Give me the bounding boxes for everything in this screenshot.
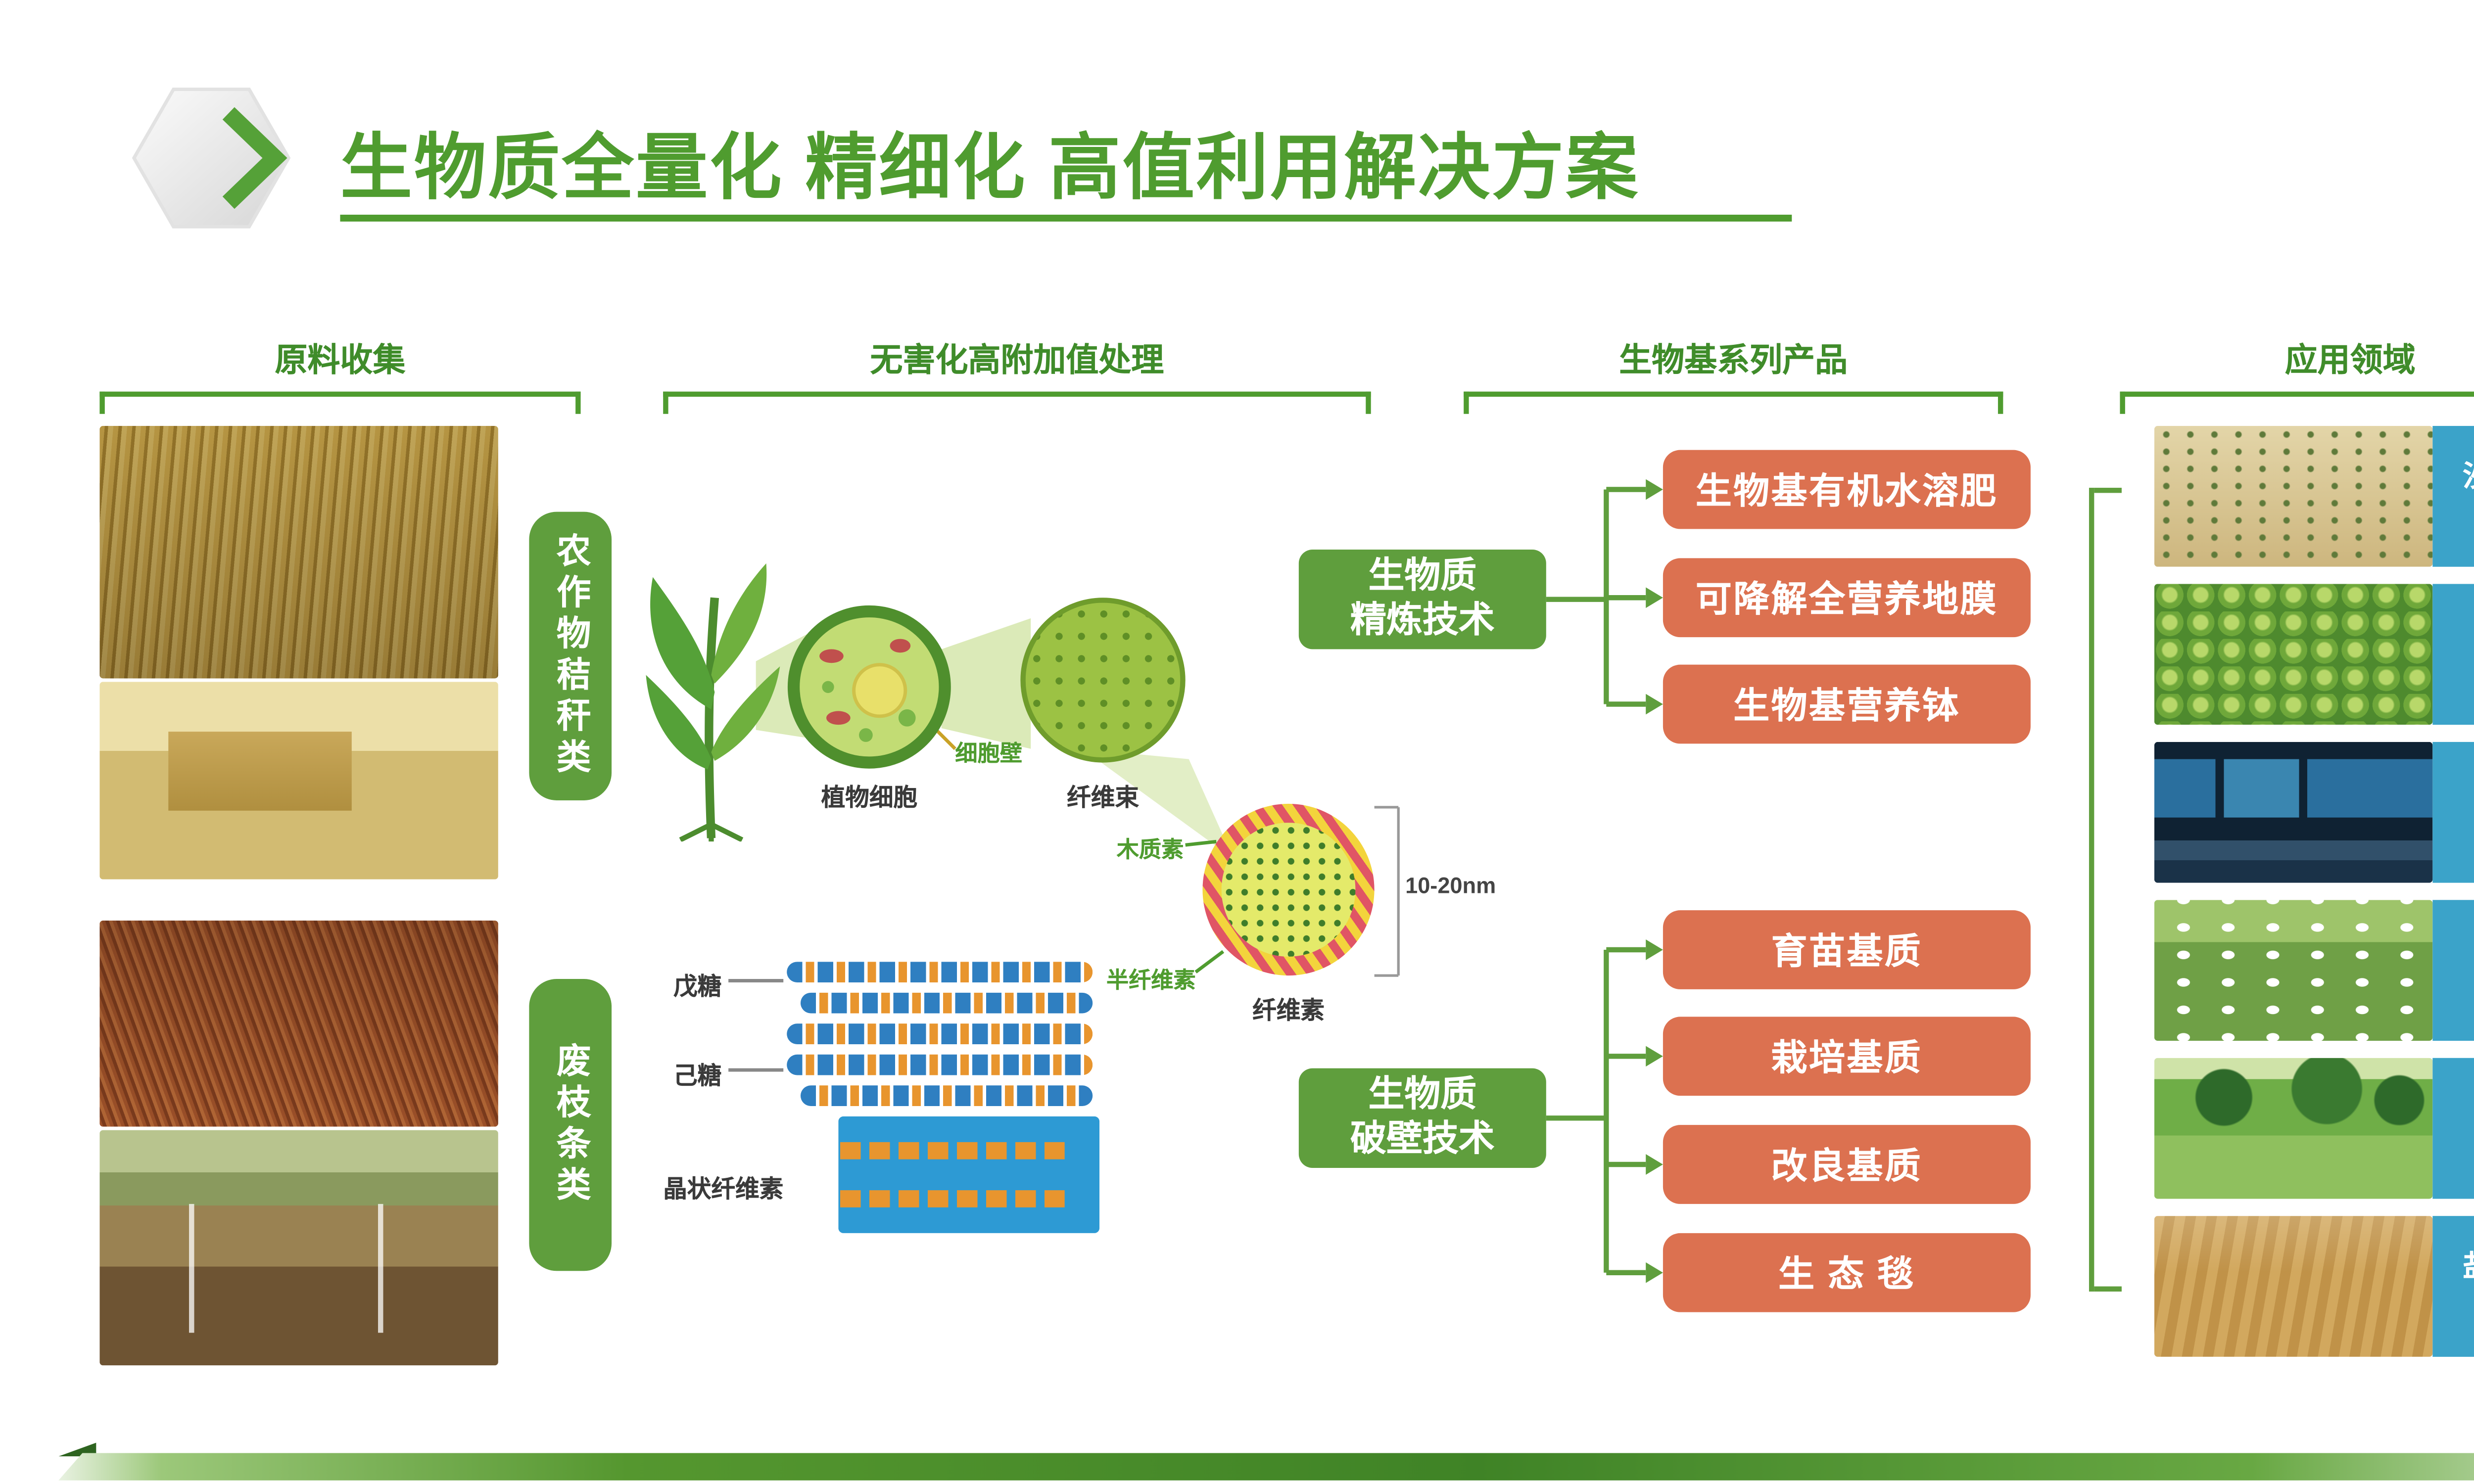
vineyard-branches-photo xyxy=(99,1130,498,1366)
pentose-label: 戊糖 xyxy=(673,972,722,1000)
section-header-products: 生物基系列产品 xyxy=(1619,343,1848,380)
title-underline xyxy=(340,215,1792,222)
agriculture-data-photo xyxy=(2154,742,2433,883)
product-cultivation-substrate: 栽培基质 xyxy=(1663,1017,2031,1096)
section-header-processing: 无害化高附加值处理 xyxy=(870,343,1164,380)
product-degradable-mulch-film: 可降解全营养地膜 xyxy=(1663,558,2031,638)
cellulose-core xyxy=(1221,823,1356,957)
plant-cell-diagram xyxy=(787,605,951,769)
product-seedling-substrate: 育苗基质 xyxy=(1663,910,2031,989)
refining-technology-box: 生物质 精炼技术 xyxy=(1298,550,1546,649)
fiber-bundle-diagram xyxy=(1020,598,1186,763)
hemicellulose-label: 半纤维素 xyxy=(1106,967,1196,993)
corn-stalks-photo xyxy=(99,426,498,679)
fiber-bundle-label: 纤维束 xyxy=(1067,783,1139,811)
page-title: 生物质全量化 精细化 高值利用解决方案 xyxy=(340,127,1640,208)
cellulose-fiber-diagram xyxy=(1202,803,1375,976)
sugar-chain-row xyxy=(787,1054,1093,1075)
plant-cell-label: 植物细胞 xyxy=(821,783,918,811)
application-label-fertility: 肥力 提升 xyxy=(2432,584,2474,725)
application-label-saline-soil: 盐碱地 改良 xyxy=(2432,1216,2474,1357)
application-label-livestock: 畜牧 养殖 xyxy=(2432,900,2474,1041)
section-bracket-collection xyxy=(99,391,581,417)
refining-line2: 精炼技术 xyxy=(1350,601,1495,641)
sugar-chain-row xyxy=(800,992,1093,1014)
application-label-agriculture-data: 农业 数据 xyxy=(2432,742,2474,883)
category-crop-straw: 农作物秸秆类 xyxy=(529,511,612,800)
app-label-line: 盐碱地 xyxy=(2463,1249,2474,1287)
livestock-photo xyxy=(2154,900,2433,1041)
hexose-label: 己糖 xyxy=(673,1061,722,1089)
section-header-applications: 应用领域 xyxy=(2284,343,2416,380)
saline-soil-photo xyxy=(2154,1216,2433,1357)
category-waste-branches: 废枝条类 xyxy=(529,979,612,1271)
fertility-photo xyxy=(2154,584,2433,725)
crystalline-cellulose-label: 晶状纤维素 xyxy=(663,1174,784,1203)
pentose-leader-line xyxy=(728,979,784,982)
landscaping-photo xyxy=(2154,1058,2433,1199)
section-bracket-applications xyxy=(2120,391,2474,417)
bottom-ribbon xyxy=(58,1453,2474,1481)
section-header-collection: 原料收集 xyxy=(275,343,406,380)
app-label-line: 沙漠化 xyxy=(2463,459,2474,497)
sugar-chain-row xyxy=(787,962,1093,982)
section-bracket-processing xyxy=(663,391,1371,417)
lignin-label: 木质素 xyxy=(1116,836,1184,862)
application-label-landscaping: 园林 绿化 xyxy=(2432,1058,2474,1199)
crystalline-cellulose-diagram xyxy=(838,1116,1100,1233)
product-bio-nutrient-pot: 生物基营养钵 xyxy=(1663,664,2031,744)
breaking-line1: 生物质 xyxy=(1368,1074,1477,1114)
section-bracket-products xyxy=(1464,391,2003,417)
sugar-chain-row xyxy=(800,1085,1093,1106)
cellulose-label: 纤维素 xyxy=(1252,996,1325,1024)
cell-wall-label: 细胞壁 xyxy=(955,740,1022,766)
scale-label: 10-20nm xyxy=(1405,872,1496,898)
desertification-photo xyxy=(2154,426,2433,567)
product-connector-lines xyxy=(1546,479,1663,1283)
product-improvement-substrate: 改良基质 xyxy=(1663,1125,2031,1204)
wall-breaking-technology-box: 生物质 破壁技术 xyxy=(1298,1068,1546,1168)
hexose-leader-line xyxy=(728,1068,784,1072)
straw-bale-photo xyxy=(99,682,498,880)
application-label-desertification: 沙漠化 治理 xyxy=(2432,426,2474,567)
red-branches-photo xyxy=(99,920,498,1127)
hexagon-arrow-icon xyxy=(132,88,291,229)
product-bio-organic-fertilizer: 生物基有机水溶肥 xyxy=(1663,450,2031,529)
plant-illustration xyxy=(646,563,780,842)
breaking-line2: 破壁技术 xyxy=(1350,1119,1495,1159)
sugar-chain-row xyxy=(787,1023,1093,1044)
refining-line1: 生物质 xyxy=(1368,556,1477,596)
product-ecological-blanket: 生 态 毯 xyxy=(1663,1233,2031,1312)
applications-bracket xyxy=(2089,488,2122,1292)
